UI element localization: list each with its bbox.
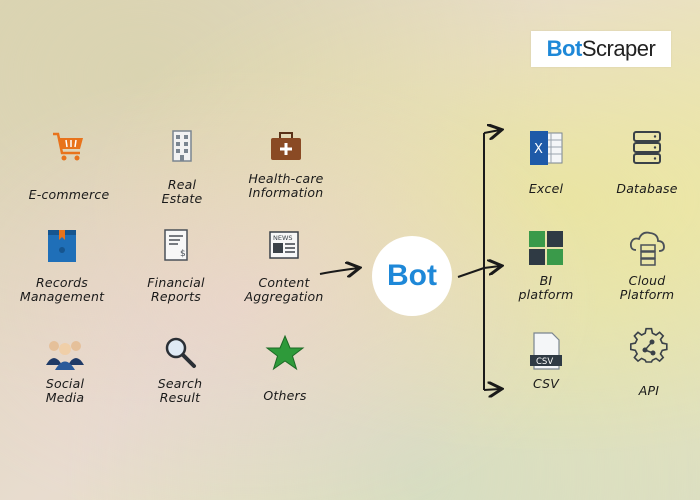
source-label: Search Result bbox=[157, 376, 203, 405]
medical-bag-icon bbox=[271, 132, 301, 160]
bot-hub-text: Bot bbox=[387, 259, 437, 292]
output-label: API bbox=[638, 383, 660, 398]
output-cloud-platform: Cloud Platform bbox=[592, 228, 700, 302]
source-search-result: Search Result bbox=[125, 333, 235, 405]
source-label: Records Management bbox=[19, 275, 105, 304]
source-healthcare: Health-care Information bbox=[231, 126, 341, 200]
building-icon bbox=[172, 130, 192, 162]
magnifier-icon bbox=[165, 337, 196, 368]
output-label: Excel bbox=[528, 181, 564, 196]
cart-icon bbox=[53, 132, 83, 161]
bot-hub: Bot bbox=[372, 236, 452, 316]
arrow-to-bot bbox=[319, 268, 358, 274]
output-bi-platform: BI platform bbox=[491, 228, 601, 302]
output-api: API bbox=[594, 326, 700, 398]
source-label: Financial Reports bbox=[147, 275, 205, 304]
cloud-server-icon bbox=[629, 231, 665, 266]
svg-text:X: X bbox=[534, 142, 543, 157]
source-records-management: Records Management bbox=[7, 226, 117, 304]
source-label: Real Estate bbox=[161, 177, 203, 206]
logo-text: BotScraper bbox=[546, 36, 656, 61]
source-label: Content Aggregation bbox=[244, 275, 324, 304]
output-excel: X Excel bbox=[491, 128, 601, 196]
svg-text:NEWS: NEWS bbox=[273, 234, 293, 242]
output-database: Database bbox=[592, 128, 700, 196]
news-icon: NEWS bbox=[269, 231, 299, 259]
arrow-to-bi bbox=[483, 266, 500, 268]
source-label: E-commerce bbox=[28, 187, 110, 202]
excel-icon: X bbox=[530, 131, 563, 165]
output-label: BI platform bbox=[518, 273, 574, 302]
financial-report-icon: $ bbox=[164, 229, 188, 261]
svg-text:$: $ bbox=[180, 249, 186, 259]
svg-text:CSV: CSV bbox=[536, 357, 553, 367]
source-ecommerce: E-commerce bbox=[14, 126, 124, 202]
star-icon bbox=[265, 334, 305, 371]
output-label: Database bbox=[616, 181, 678, 196]
output-label: Cloud Platform bbox=[619, 273, 675, 302]
arrow-to-excel bbox=[483, 130, 500, 133]
output-csv: CSV CSV bbox=[491, 331, 601, 391]
gear-api-icon bbox=[629, 327, 668, 363]
database-icon bbox=[633, 131, 661, 164]
source-real-estate: Real Estate bbox=[127, 126, 237, 206]
bracket-to-bot bbox=[457, 267, 485, 278]
people-icon bbox=[46, 341, 84, 370]
arrow-to-csv bbox=[483, 389, 500, 390]
source-others: Others bbox=[230, 333, 340, 403]
botscraper-logo: BotScraper bbox=[531, 31, 671, 67]
source-financial-reports: $ Financial Reports bbox=[121, 226, 231, 304]
source-label: Health-care Information bbox=[248, 171, 324, 200]
csv-file-icon: CSV bbox=[530, 332, 562, 370]
source-label: Social Media bbox=[45, 376, 85, 405]
source-social-media: Social Media bbox=[10, 333, 120, 405]
source-label: Others bbox=[263, 388, 307, 403]
output-label: CSV bbox=[532, 376, 560, 391]
bi-grid-icon bbox=[529, 231, 563, 265]
source-content-aggregation: NEWS Content Aggregation bbox=[229, 226, 339, 304]
folder-icon bbox=[48, 230, 76, 262]
logo-bot-o: o bbox=[562, 36, 575, 61]
